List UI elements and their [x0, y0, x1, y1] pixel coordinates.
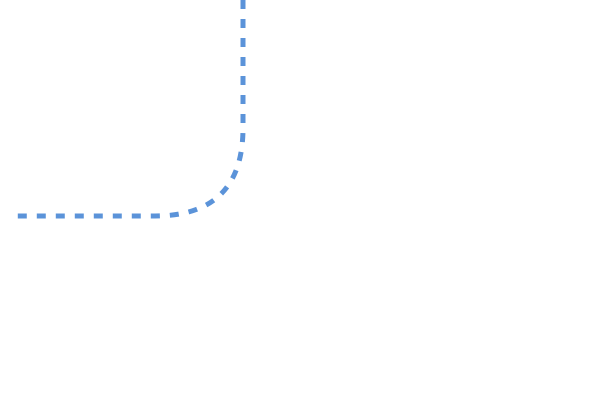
- dashed-connector-line: [14, 0, 246, 219]
